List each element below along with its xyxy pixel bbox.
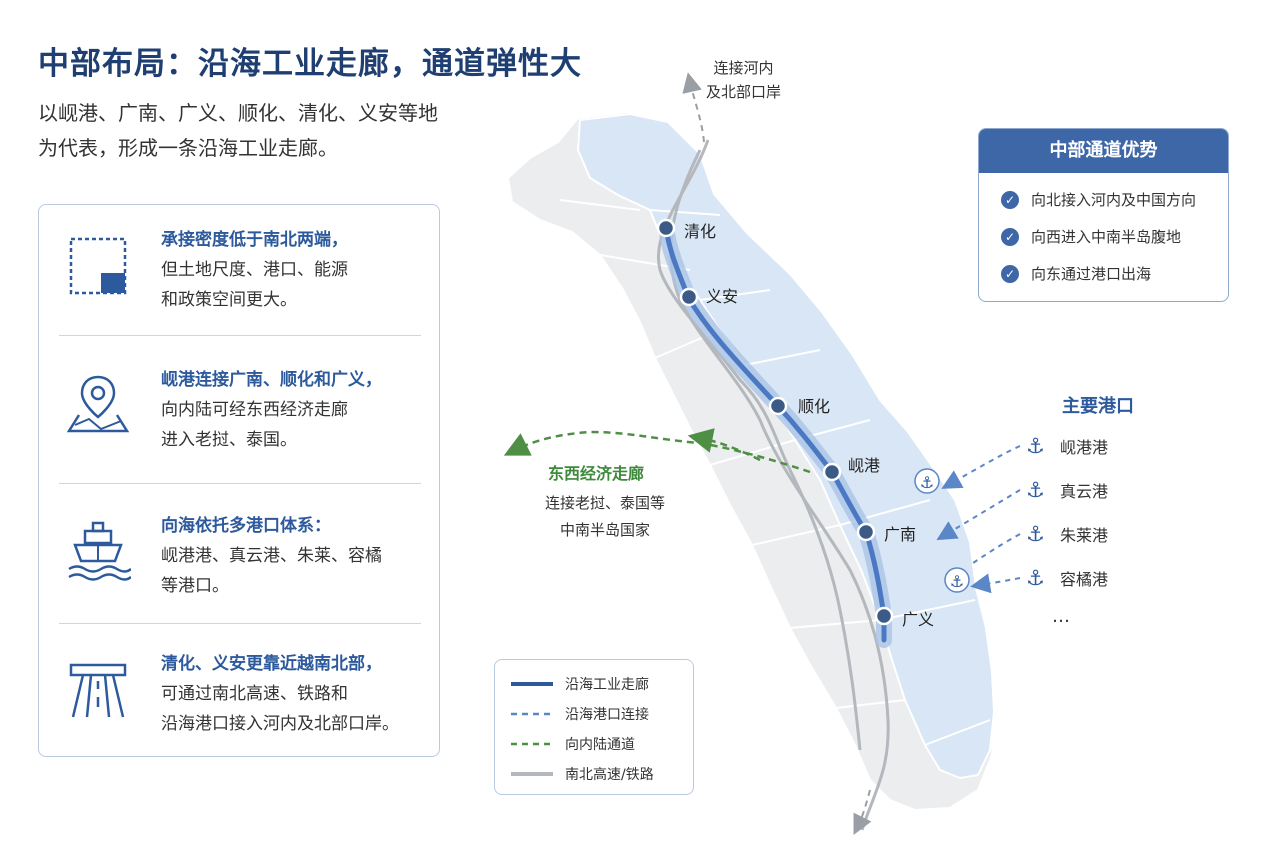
map-port-marker: ⚓ — [914, 468, 940, 494]
city-dot — [768, 396, 788, 416]
legend-swatch — [511, 712, 553, 716]
north-connection-note: 连接河内 及北部口岸 — [706, 59, 782, 101]
city-dot — [656, 218, 676, 238]
city-label-da-nang: 岘港 — [848, 456, 881, 475]
anchor-icon: ⚓ — [1026, 566, 1045, 590]
city-dot — [874, 606, 894, 626]
legend-swatch — [511, 772, 553, 776]
features-panel: 承接密度低于南北两端， 但土地尺度、港口、能源 和政策空间更大。 岘港连接广南、… — [38, 204, 440, 757]
city-label-hue: 顺化 — [798, 397, 831, 416]
anchor-icon: ⚓ — [1026, 478, 1045, 502]
port-item: ⚓容橘港 — [1026, 566, 1109, 590]
advantage-item: ✓向北接入河内及中国方向 — [1001, 189, 1196, 210]
legend-swatch — [511, 682, 553, 686]
divider — [59, 623, 421, 624]
legend-item: 南北高速/铁路 — [511, 764, 654, 784]
city-dot — [822, 462, 842, 482]
port-item: ⚓朱莱港 — [1026, 522, 1109, 546]
map-pin-icon — [66, 375, 130, 433]
check-icon: ✓ — [1001, 264, 1019, 283]
legend-item: 沿海工业走廊 — [511, 674, 649, 694]
corridor-advantages-title: 中部通道优势 — [979, 129, 1228, 173]
highway-icon — [69, 663, 127, 718]
advantage-item: ✓向西进入中南半岛腹地 — [1001, 226, 1181, 247]
map-port-marker: ⚓ — [944, 567, 970, 593]
divider — [59, 335, 421, 336]
anchor-icon: ⚓ — [1026, 434, 1045, 458]
ew-corridor-title: 东西经济走廊 — [548, 464, 645, 483]
city-label-quang-ngai: 广义 — [902, 610, 935, 629]
ew-corridor-line — [503, 430, 811, 474]
city-label-quang-nam: 广南 — [884, 525, 917, 544]
city-dot — [856, 522, 876, 542]
map-legend: 沿海工业走廊 沿海港口连接 向内陆通道 南北高速/铁路 — [494, 659, 694, 795]
subtitle-line: 为代表，形成一条沿海工业走廊。 — [38, 136, 338, 160]
ports-title: 主要港口 — [1062, 396, 1134, 417]
legend-item: 沿海港口连接 — [511, 704, 649, 724]
advantage-item: ✓向东通过港口出海 — [1001, 263, 1151, 284]
subtitle-line: 以岘港、广南、广义、顺化、清化、义安等地 — [38, 101, 438, 125]
corridor-advantages-box: 中部通道优势 ✓向北接入河内及中国方向 ✓向西进入中南半岛腹地 ✓向东通过港口出… — [978, 128, 1229, 302]
check-icon: ✓ — [1001, 227, 1019, 246]
svg-text:⚓: ⚓ — [920, 473, 934, 492]
port-item: ⚓岘港港 — [1026, 434, 1109, 458]
port-item: ⚓真云港 — [1026, 478, 1109, 502]
anchor-icon: ⚓ — [1026, 522, 1045, 546]
svg-text:⚓: ⚓ — [950, 572, 964, 591]
legend-item: 向内陆通道 — [511, 734, 635, 754]
ship-icon — [68, 521, 131, 581]
subtitle: 以岘港、广南、广义、顺化、清化、义安等地 为代表，形成一条沿海工业走廊。 — [38, 96, 508, 166]
divider — [59, 483, 421, 484]
ew-corridor-desc: 连接老挝、泰国等 中南半岛国家 — [544, 494, 665, 539]
city-dot — [679, 287, 699, 307]
page-title: 中部布局：沿海工业走廊，通道弹性大 — [38, 46, 582, 82]
city-label-thanh-hoa: 清化 — [684, 222, 717, 241]
city-label-nghe-an: 义安 — [706, 287, 739, 306]
land-plot-icon — [69, 237, 127, 295]
check-icon: ✓ — [1001, 190, 1019, 209]
legend-swatch — [511, 742, 553, 746]
ports-more: … — [1052, 606, 1072, 627]
